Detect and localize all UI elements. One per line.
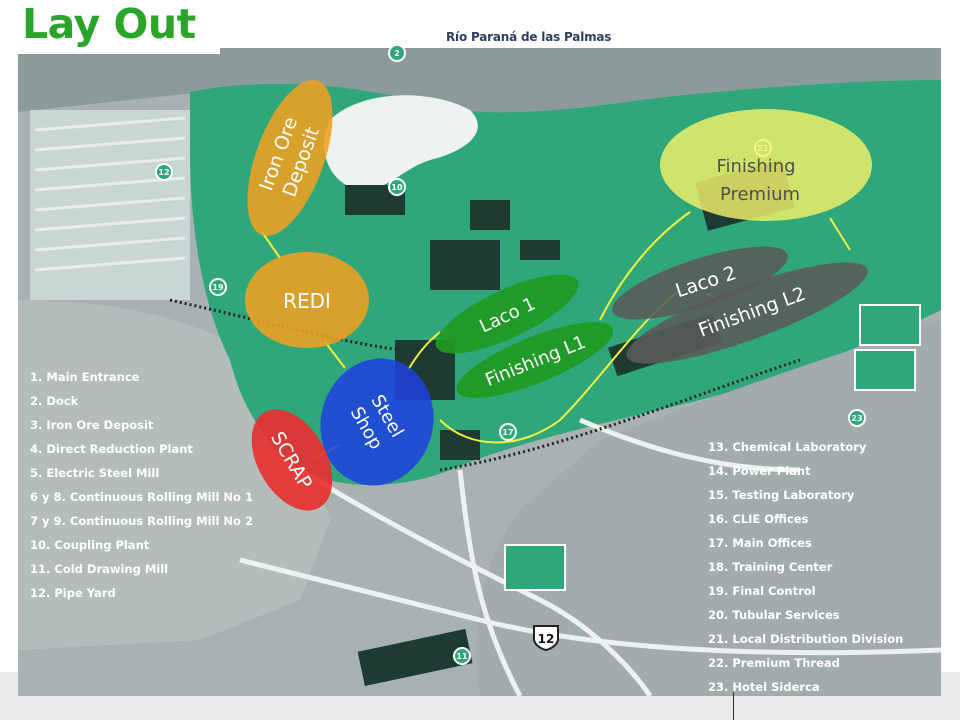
legend-item: 23. Hotel Siderca bbox=[708, 680, 820, 694]
zone-laco2 bbox=[612, 246, 788, 320]
legend-left: 1. Main Entrance 2. Dock 3. Iron Ore Dep… bbox=[30, 369, 253, 609]
arrow-finishing-l2-to-premium bbox=[829, 217, 851, 251]
arrow-ore-to-redi bbox=[261, 231, 281, 259]
legend-item: 15. Testing Laboratory bbox=[708, 488, 855, 502]
legend-item: 13. Chemical Laboratory bbox=[708, 440, 867, 454]
arrow-steel-to-laco2 bbox=[439, 289, 681, 444]
pond bbox=[324, 95, 478, 190]
legend-item: 21. Local Distribution Division bbox=[708, 632, 904, 646]
legend-item: 3. Iron Ore Deposit bbox=[30, 418, 154, 432]
railway-2 bbox=[439, 358, 801, 472]
zone-redi-label: REDI bbox=[283, 289, 331, 313]
zone-scrap bbox=[251, 409, 333, 511]
legend-item: 1. Main Entrance bbox=[30, 370, 140, 384]
zone-finishing-premium-line1: Finishing bbox=[716, 156, 795, 177]
sports-fields bbox=[504, 304, 921, 591]
arrow-redi-to-steel bbox=[324, 341, 346, 369]
river-label: Río Paraná de las Palmas bbox=[446, 30, 612, 44]
legend-item: 16. CLIE Offices bbox=[708, 512, 809, 526]
legend-item: 2. Dock bbox=[30, 394, 79, 408]
right-lowland bbox=[476, 320, 941, 696]
legend-item: 12. Pipe Yard bbox=[30, 586, 116, 600]
title-background bbox=[18, 2, 220, 54]
road-sign-label: 12 bbox=[538, 632, 555, 646]
legend-item: 4. Direct Reduction Plant bbox=[30, 442, 193, 456]
arrow-steel-to-laco1 bbox=[407, 331, 441, 371]
legend-item: 22. Premium Thread bbox=[708, 656, 840, 670]
legend-item: 5. Electric Steel Mill bbox=[30, 466, 160, 480]
zone-iron-ore-deposit bbox=[247, 80, 333, 236]
legend-item: 11. Cold Drawing Mill bbox=[30, 562, 169, 576]
zone-steel-shop bbox=[320, 358, 434, 486]
stock-yard-rows bbox=[34, 116, 186, 272]
zone-finishing-premium bbox=[660, 109, 872, 221]
roads bbox=[239, 417, 942, 698]
legend-item: 18. Training Center bbox=[708, 560, 833, 574]
marker-23: 23 bbox=[851, 414, 862, 423]
road-sign-shield: 12 bbox=[533, 625, 559, 652]
marker-12: 12 bbox=[158, 168, 169, 177]
legend-item: 19. Final Control bbox=[708, 584, 816, 598]
footer-divider bbox=[733, 692, 734, 720]
page-title: Lay Out bbox=[22, 0, 196, 48]
legend-item: 6 y 8. Continuous Rolling Mill No 1 bbox=[30, 490, 253, 504]
zone-finishing-premium-line2: Premium bbox=[720, 184, 800, 205]
legend-item: 14. Power Plant bbox=[708, 464, 811, 478]
legend-item: 20. Tubular Services bbox=[708, 608, 840, 622]
marker-19: 19 bbox=[212, 283, 224, 292]
legend-item: 7 y 9. Continuous Rolling Mill No 2 bbox=[30, 514, 253, 528]
arrow-finishing-l1-to-premium bbox=[599, 211, 691, 321]
zone-finishing-l2 bbox=[626, 262, 868, 364]
legend-item: 10. Coupling Plant bbox=[30, 538, 150, 552]
marker-10: 10 bbox=[391, 183, 403, 192]
legend-right: 13. Chemical Laboratory 14. Power Plant … bbox=[708, 439, 903, 703]
legend-item: 17. Main Offices bbox=[708, 536, 812, 550]
zone-laco1 bbox=[435, 274, 579, 354]
zone-finishing-l1 bbox=[456, 321, 614, 399]
marker-2: 2 bbox=[394, 49, 400, 58]
marker-17: 17 bbox=[502, 428, 513, 437]
zone-redi bbox=[245, 252, 369, 348]
marker-11: 11 bbox=[456, 652, 468, 661]
